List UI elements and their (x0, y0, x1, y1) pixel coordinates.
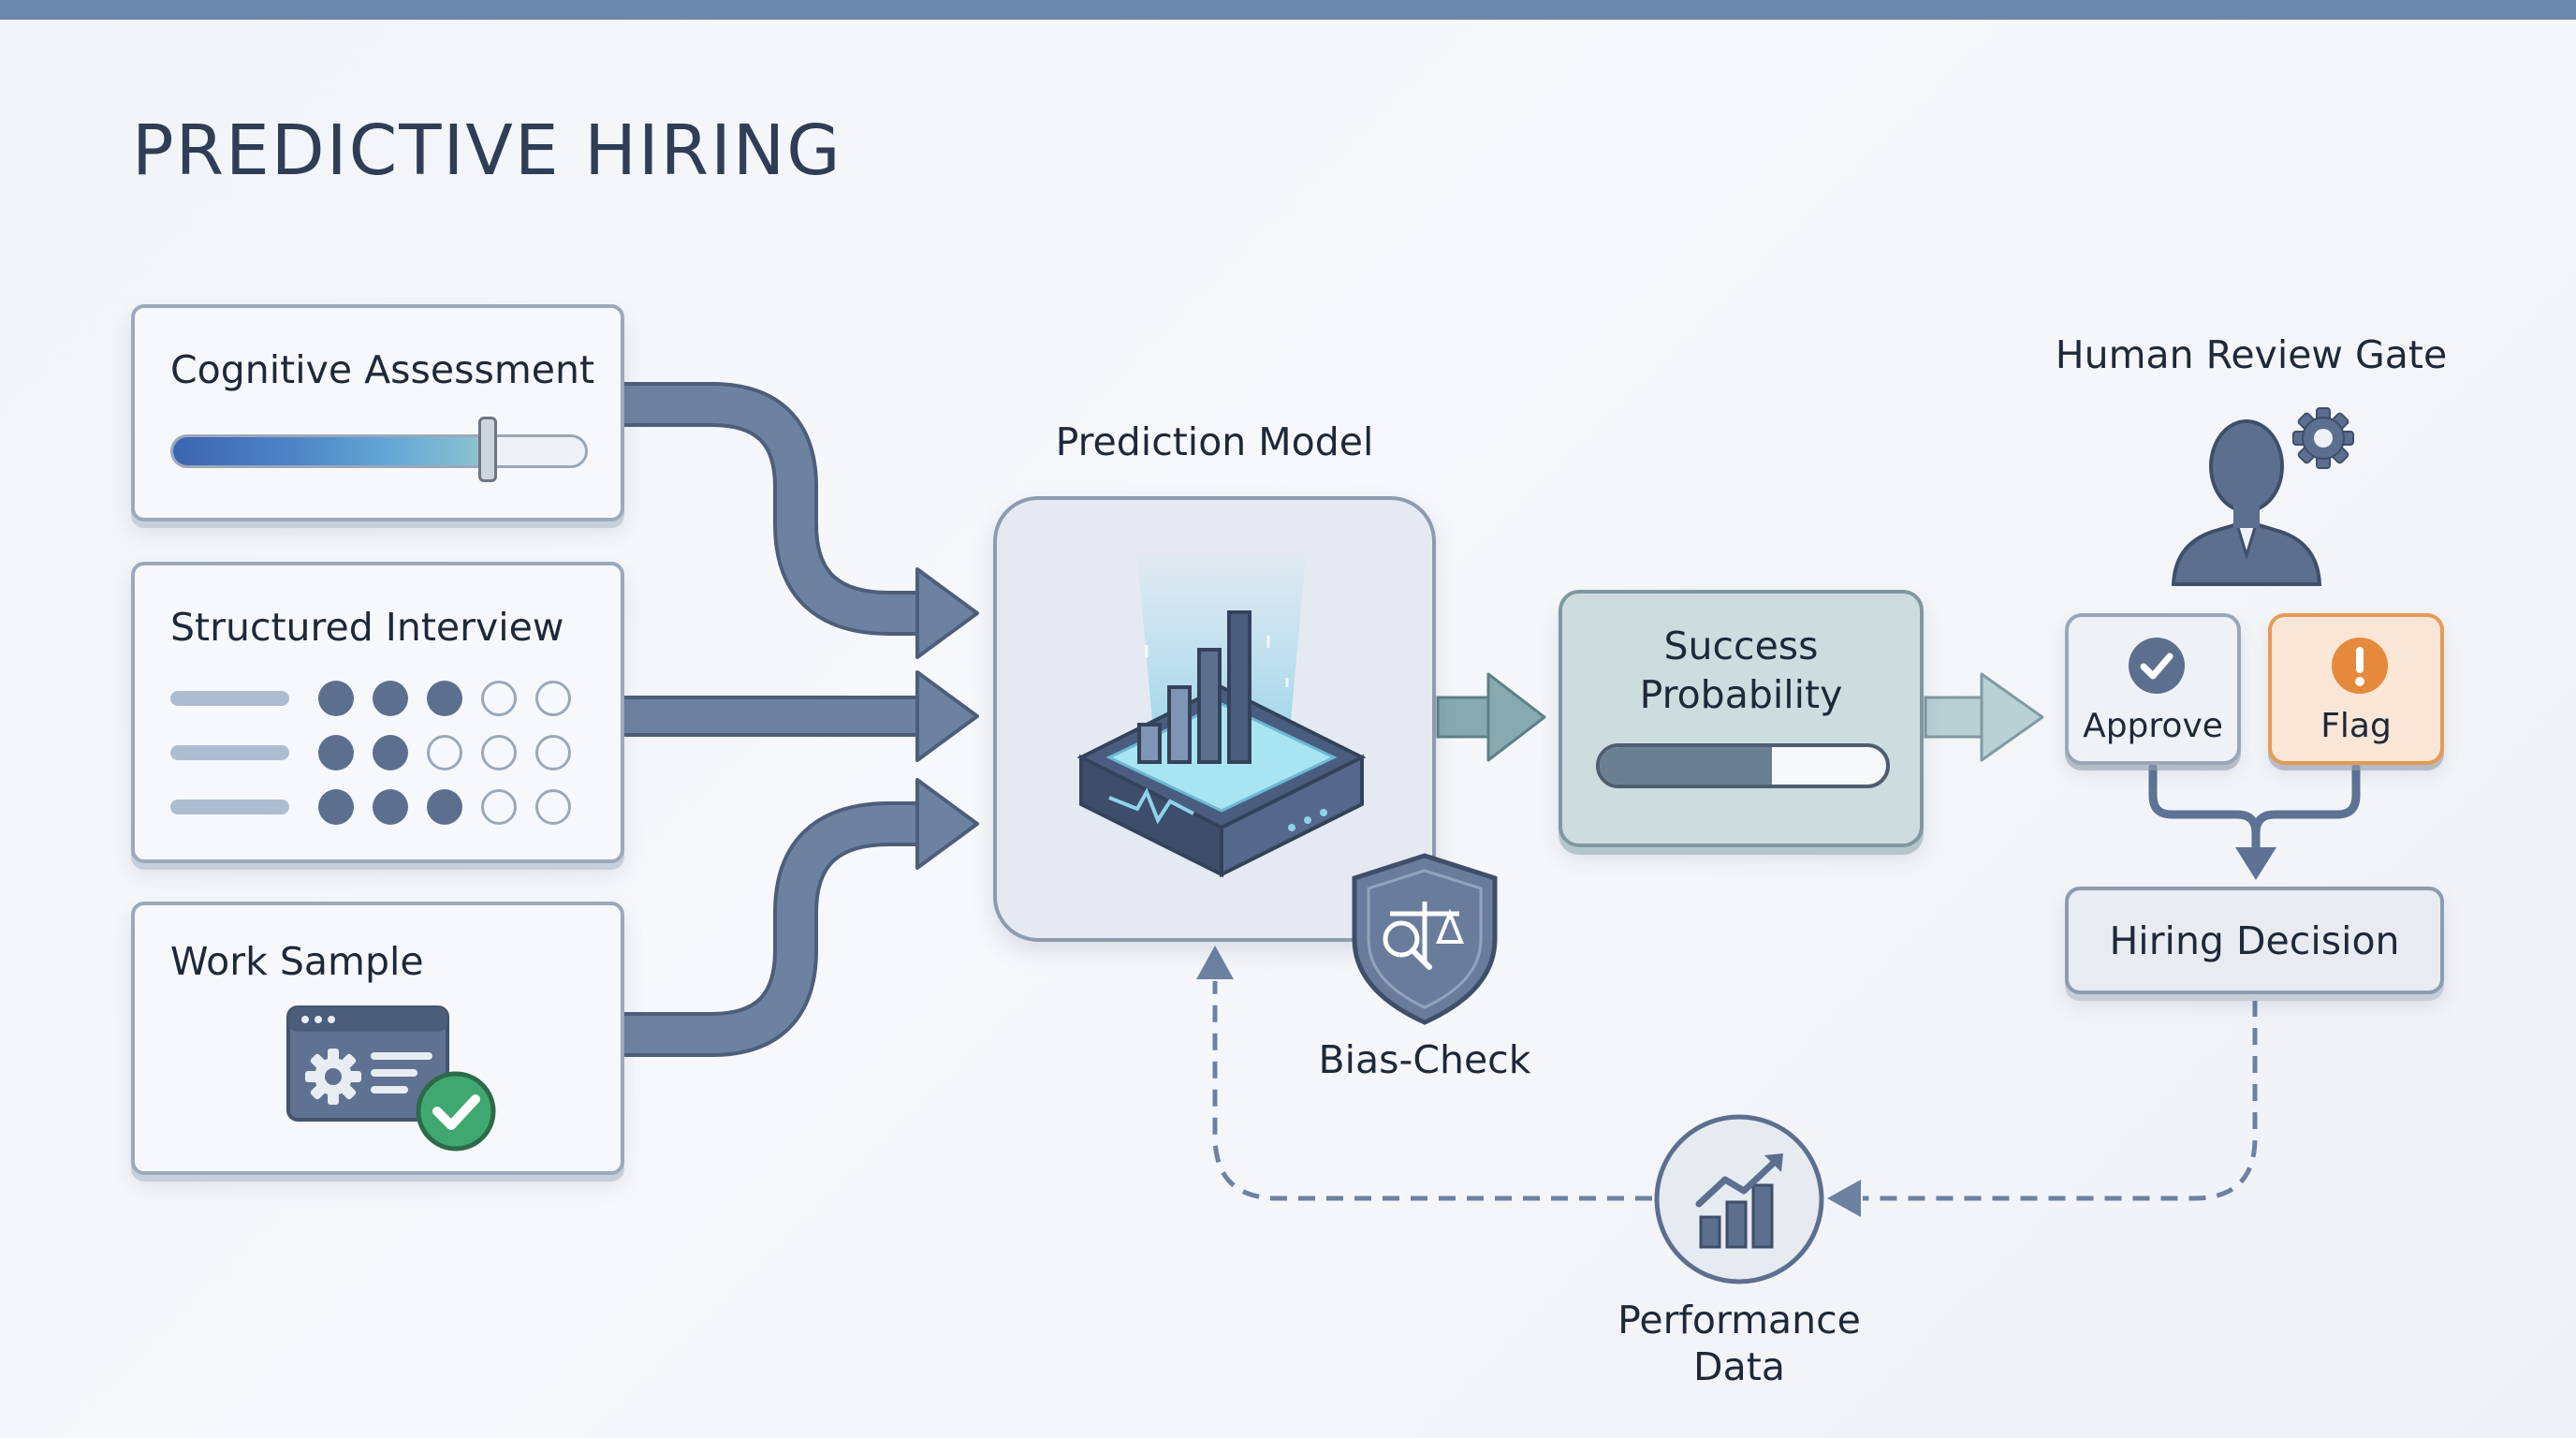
approve-button[interactable]: Approve (2065, 613, 2241, 765)
rating-dot-empty[interactable] (535, 681, 571, 716)
arrow-model-to-success (1436, 672, 1546, 762)
success-probability-box: Success Probability (1559, 590, 1924, 847)
arrow-work-sample-to-model (622, 778, 979, 1057)
check-circle-icon (2129, 638, 2185, 694)
connector-gate-to-decision (2148, 763, 2361, 880)
top-accent-bar (0, 0, 2576, 20)
hiring-decision-label: Hiring Decision (2109, 918, 2400, 963)
shield-scale-magnifier-icon[interactable] (1345, 850, 1504, 1028)
success-probability-label: Success Probability (1562, 622, 1920, 719)
rating-criterion-bar (170, 745, 289, 760)
approve-label: Approve (2083, 707, 2223, 745)
browser-gear-check-icon (286, 1005, 496, 1152)
work-sample-label: Work Sample (170, 939, 424, 984)
structured-interview-label: Structured Interview (170, 605, 564, 650)
hiring-decision-box: Hiring Decision (2065, 887, 2444, 994)
prediction-model-box[interactable] (993, 496, 1436, 942)
arrow-interview-to-model (621, 670, 979, 762)
performance-data-line2: Data (1693, 1344, 1785, 1389)
rating-dot-empty[interactable] (535, 735, 571, 770)
rating-dot-filled[interactable] (318, 789, 354, 825)
gear-icon[interactable] (2290, 404, 2357, 472)
feedback-arrowhead-in (1827, 1180, 1861, 1217)
rating-dot-empty[interactable] (427, 735, 462, 770)
cognitive-score-slider-track (170, 434, 588, 468)
flag-button[interactable]: Flag (2268, 613, 2444, 765)
rating-dot-empty[interactable] (481, 681, 517, 716)
trend-chart-icon (1654, 1114, 1824, 1284)
rating-dot-filled[interactable] (318, 735, 354, 770)
prediction-model-label: Prediction Model (1055, 419, 1374, 464)
interview-rating-row (170, 734, 582, 771)
bias-check-label: Bias-Check (1318, 1037, 1531, 1082)
success-probability-fill (1600, 747, 1772, 785)
success-probability-bar (1596, 743, 1890, 788)
rating-dot-filled[interactable] (373, 735, 408, 770)
rating-dot-filled[interactable] (373, 789, 408, 825)
performance-data-label: Performance Data (1591, 1297, 1887, 1390)
rating-dot-filled[interactable] (427, 681, 462, 716)
exclamation-circle-icon (2332, 638, 2388, 694)
rating-criterion-bar (170, 800, 289, 814)
success-label-line2: Probability (1639, 672, 1843, 717)
arrow-success-to-gate (1924, 672, 2044, 762)
cognitive-score-slider-thumb[interactable] (477, 417, 497, 482)
rating-dot-filled[interactable] (373, 681, 408, 716)
feedback-loop (1196, 946, 2258, 1217)
arrow-cognitive-to-model (622, 382, 979, 659)
rating-dot-empty[interactable] (481, 789, 517, 825)
cognitive-assessment-card: Cognitive Assessment (131, 304, 624, 521)
cognitive-assessment-label: Cognitive Assessment (170, 347, 595, 392)
rating-dot-empty[interactable] (481, 735, 517, 770)
success-label-line1: Success (1663, 624, 1819, 668)
performance-data-line1: Performance (1617, 1298, 1861, 1343)
server-chart-icon (1076, 556, 1367, 878)
feedback-arrowhead-up (1196, 946, 1234, 979)
human-review-gate-label: Human Review Gate (2055, 332, 2448, 377)
interview-rating-row (170, 680, 582, 717)
cognitive-score-slider-fill (173, 437, 487, 465)
flag-label: Flag (2320, 707, 2392, 745)
rating-dot-filled[interactable] (427, 789, 462, 825)
interview-rating-row (170, 788, 582, 826)
rating-dot-filled[interactable] (318, 681, 354, 716)
page-title: PREDICTIVE HIRING (132, 110, 842, 191)
structured-interview-card: Structured Interview (131, 562, 624, 863)
person-icon (2171, 419, 2322, 586)
work-sample-card: Work Sample (131, 902, 624, 1175)
rating-dot-empty[interactable] (535, 789, 571, 825)
rating-criterion-bar (170, 691, 289, 706)
